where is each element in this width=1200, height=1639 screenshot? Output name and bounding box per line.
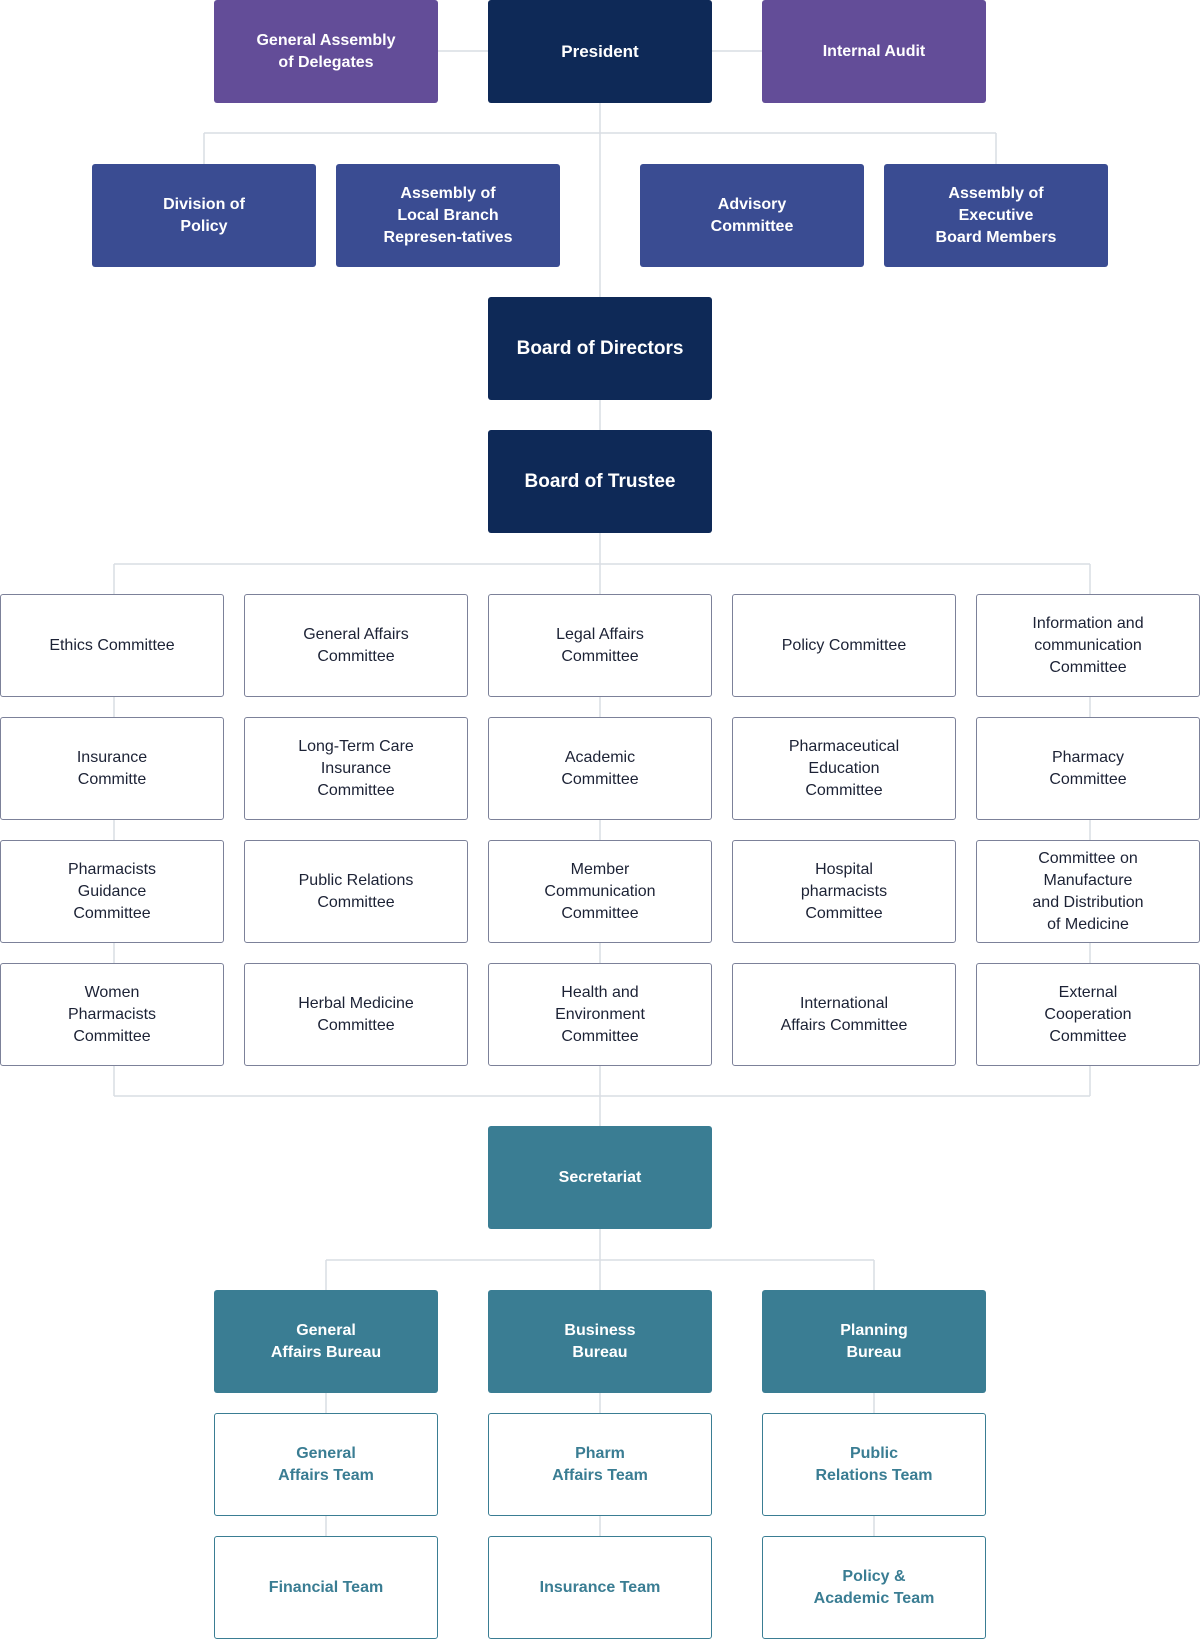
- board-of-directors-label: Board of Directors: [516, 337, 684, 359]
- president-label: President: [561, 41, 639, 61]
- committee-label: Women Pharmacists Committee: [67, 983, 157, 1045]
- committee-academic: Academic Committee: [488, 717, 712, 820]
- committee-label: Policy Committee: [781, 636, 907, 654]
- committee-label: Member Communication Committee: [544, 860, 656, 922]
- committee-herbal-medicine: Herbal Medicine Committee: [244, 963, 468, 1066]
- committee-label: Health and Environment Committee: [555, 983, 645, 1045]
- committee-information-communication: Information and communication Committee: [976, 594, 1200, 697]
- committee-manufacture-distribution: Committee on Manufacture and Distributio…: [976, 840, 1200, 943]
- advisory-committee-box: Advisory Committee: [640, 164, 864, 267]
- executive-board-assembly-label: Assembly of Executive Board Members: [935, 184, 1057, 246]
- team-label: General Affairs Team: [278, 1444, 374, 1484]
- committee-hospital-pharmacists: Hospital pharmacists Committee: [732, 840, 956, 943]
- team-label: Insurance Team: [539, 1578, 661, 1596]
- committee-pharmacy: Pharmacy Committee: [976, 717, 1200, 820]
- secretariat-label: Secretariat: [558, 1168, 642, 1186]
- general-affairs-team-box: General Affairs Team: [214, 1413, 438, 1516]
- board-of-directors-box: Board of Directors: [488, 297, 712, 400]
- team-label: Policy & Academic Team: [813, 1567, 935, 1607]
- executive-board-assembly-box: Assembly of Executive Board Members: [884, 164, 1108, 267]
- president-box: President: [488, 0, 712, 103]
- committee-label: Herbal Medicine Committee: [298, 994, 414, 1034]
- committee-label: Committee on Manufacture and Distributio…: [1032, 849, 1144, 933]
- division-of-policy-label: Division of Policy: [163, 195, 245, 235]
- committee-pharmaceutical-education: Pharmaceutical Education Committee: [732, 717, 956, 820]
- committee-member-communication: Member Communication Committee: [488, 840, 712, 943]
- committee-label: Pharmacists Guidance Committee: [67, 860, 157, 922]
- committee-label: Pharmacy Committee: [1049, 748, 1127, 788]
- committee-public-relations: Public Relations Committee: [244, 840, 468, 943]
- planning-bureau-box: Planning Bureau: [762, 1290, 986, 1393]
- committee-label: Long-Term Care Insurance Committee: [298, 737, 414, 799]
- pharm-affairs-team-box: Pharm Affairs Team: [488, 1413, 712, 1516]
- committee-label: Legal Affairs Committee: [556, 625, 644, 665]
- committee-label: International Affairs Committee: [780, 994, 908, 1034]
- board-of-trustee-label: Board of Trustee: [524, 470, 676, 492]
- committee-policy: Policy Committee: [732, 594, 956, 697]
- committee-pharmacists-guidance: Pharmacists Guidance Committee: [0, 840, 224, 943]
- committee-women-pharmacists: Women Pharmacists Committee: [0, 963, 224, 1066]
- general-assembly-box: General Assembly of Delegates: [214, 0, 438, 103]
- committee-label: Public Relations Committee: [298, 871, 414, 911]
- business-bureau-box: Business Bureau: [488, 1290, 712, 1393]
- secretariat-box: Secretariat: [488, 1126, 712, 1229]
- advisory-committee-label: Advisory Committee: [710, 195, 794, 235]
- committee-external-cooperation: External Cooperation Committee: [976, 963, 1200, 1066]
- committee-legal-affairs: Legal Affairs Committee: [488, 594, 712, 697]
- local-branch-assembly-box: Assembly of Local Branch Represen-tative…: [336, 164, 560, 267]
- division-of-policy-box: Division of Policy: [92, 164, 316, 267]
- bureau-label: General Affairs Bureau: [270, 1321, 382, 1361]
- committee-label: Information and communication Committee: [1032, 614, 1144, 676]
- committee-insurance: Insurance Committe: [0, 717, 224, 820]
- committee-label: Insurance Committe: [76, 748, 148, 788]
- team-label: Public Relations Team: [815, 1444, 933, 1484]
- team-label: Pharm Affairs Team: [552, 1444, 648, 1484]
- committee-label: General Affairs Committee: [303, 625, 409, 665]
- internal-audit-label: Internal Audit: [822, 42, 926, 60]
- policy-academic-team-box: Policy & Academic Team: [762, 1536, 986, 1639]
- committee-ethics: Ethics Committee: [0, 594, 224, 697]
- committee-general-affairs: General Affairs Committee: [244, 594, 468, 697]
- bureau-label: Planning Bureau: [840, 1321, 908, 1361]
- general-assembly-label: General Assembly of Delegates: [256, 31, 396, 71]
- committee-health-environment: Health and Environment Committee: [488, 963, 712, 1066]
- committee-label: Hospital pharmacists Committee: [800, 860, 888, 922]
- public-relations-team-box: Public Relations Team: [762, 1413, 986, 1516]
- board-of-trustee-box: Board of Trustee: [488, 430, 712, 533]
- bureau-label: Business Bureau: [564, 1321, 636, 1361]
- internal-audit-box: Internal Audit: [762, 0, 986, 103]
- committee-label: External Cooperation Committee: [1044, 983, 1132, 1045]
- committee-label: Academic Committee: [561, 748, 639, 788]
- general-affairs-bureau-box: General Affairs Bureau: [214, 1290, 438, 1393]
- committee-label: Ethics Committee: [49, 636, 175, 654]
- committee-label: Pharmaceutical Education Committee: [788, 737, 900, 799]
- committee-international-affairs: International Affairs Committee: [732, 963, 956, 1066]
- insurance-team-box: Insurance Team: [488, 1536, 712, 1639]
- financial-team-box: Financial Team: [214, 1536, 438, 1639]
- local-branch-assembly-label: Assembly of Local Branch Represen-tative…: [383, 184, 513, 246]
- committee-long-term-care: Long-Term Care Insurance Committee: [244, 717, 468, 820]
- team-label: Financial Team: [268, 1578, 384, 1596]
